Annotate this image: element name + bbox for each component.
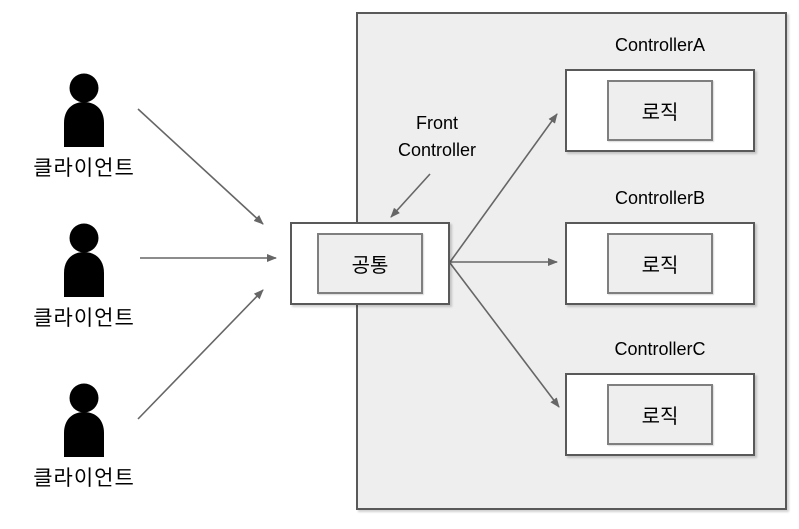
controller-c-box: 로직	[565, 373, 755, 456]
client-person-icon	[64, 223, 104, 297]
logic-label: 로직	[641, 255, 679, 277]
controller-a-logic-box: 로직	[607, 80, 713, 141]
client-label: 클라이언트	[33, 157, 135, 180]
controller-c-label: ControllerC	[614, 339, 706, 359]
controller-b-logic-box: 로직	[607, 233, 713, 294]
controller-a-box: 로직	[565, 69, 755, 152]
logic-label: 로직	[641, 102, 679, 124]
client-label: 클라이언트	[33, 467, 135, 490]
common-box: 공통	[290, 222, 450, 305]
client-group-3: 클라이언트	[4, 383, 164, 492]
client-group-1: 클라이언트	[4, 73, 164, 182]
common-inner-box: 공통	[317, 233, 423, 294]
client-person-icon	[64, 383, 104, 457]
logic-label: 로직	[641, 406, 679, 428]
client-label: 클라이언트	[33, 307, 135, 330]
controller-b-label: ControllerB	[614, 188, 706, 208]
common-label: 공통	[351, 255, 389, 277]
front-controller-annotation-line1: Front	[415, 113, 458, 133]
front-controller-annotation-line2: Controller	[397, 140, 477, 160]
controller-c-logic-box: 로직	[607, 384, 713, 445]
controller-b-box: 로직	[565, 222, 755, 305]
client-person-icon	[64, 73, 104, 147]
front-controller-annotation: Front Controller	[377, 110, 497, 164]
controller-a-label: ControllerA	[614, 35, 706, 55]
client-group-2: 클라이언트	[4, 223, 164, 332]
